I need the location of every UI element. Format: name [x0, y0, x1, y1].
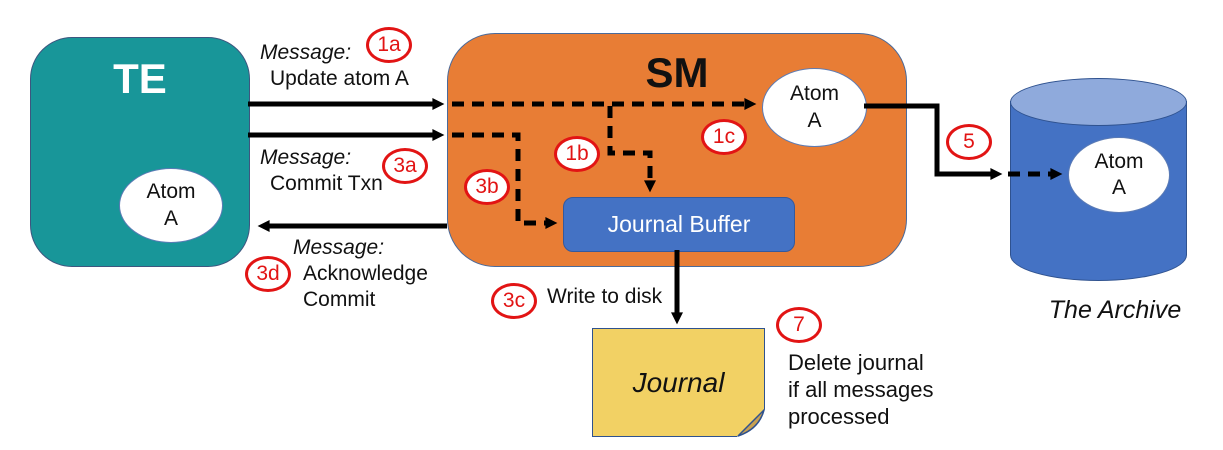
delete-journal-label: Delete journal if all messages processed — [788, 350, 934, 429]
message-update-prefix: Message: — [260, 41, 352, 64]
journal-buffer: Journal Buffer — [563, 197, 795, 252]
message-ack-prefix: Message: — [293, 236, 385, 259]
step-badge-3d: 3d — [245, 256, 291, 292]
te-box: TE Atom A — [30, 37, 250, 267]
step-badge-1c: 1c — [701, 119, 747, 155]
folded-corner-icon — [737, 409, 765, 437]
step-badge-7: 7 — [776, 307, 822, 343]
message-commit: Message: Commit Txn — [260, 145, 383, 197]
step-badge-1a: 1a — [366, 27, 412, 63]
message-update: Message: Update atom A — [260, 40, 409, 92]
message-commit-prefix: Message: — [260, 146, 352, 169]
message-ack: Message: Acknowledge Commit — [293, 235, 428, 313]
message-update-body: Update atom A — [270, 67, 409, 90]
step-badge-5: 5 — [946, 124, 992, 160]
journal-note-label: Journal — [632, 366, 725, 398]
journal-note: Journal — [592, 328, 765, 437]
step-badge-3c: 3c — [491, 283, 537, 319]
step-badge-3b: 3b — [464, 169, 510, 205]
step-badge-3a: 3a — [382, 148, 428, 184]
step-badge-1b: 1b — [554, 136, 600, 172]
message-ack-body: Acknowledge Commit — [303, 262, 428, 311]
write-to-disk-label: Write to disk — [547, 285, 663, 308]
sm-title: SM — [645, 49, 709, 96]
sm-atom-ellipse: Atom A — [762, 68, 867, 147]
archive-cylinder-top — [1010, 78, 1187, 126]
archive-caption: The Archive — [1048, 296, 1182, 324]
te-atom-ellipse: Atom A — [119, 168, 223, 243]
archive-atom-ellipse: Atom A — [1068, 137, 1170, 213]
te-title: TE — [113, 55, 167, 102]
message-commit-body: Commit Txn — [270, 172, 383, 195]
